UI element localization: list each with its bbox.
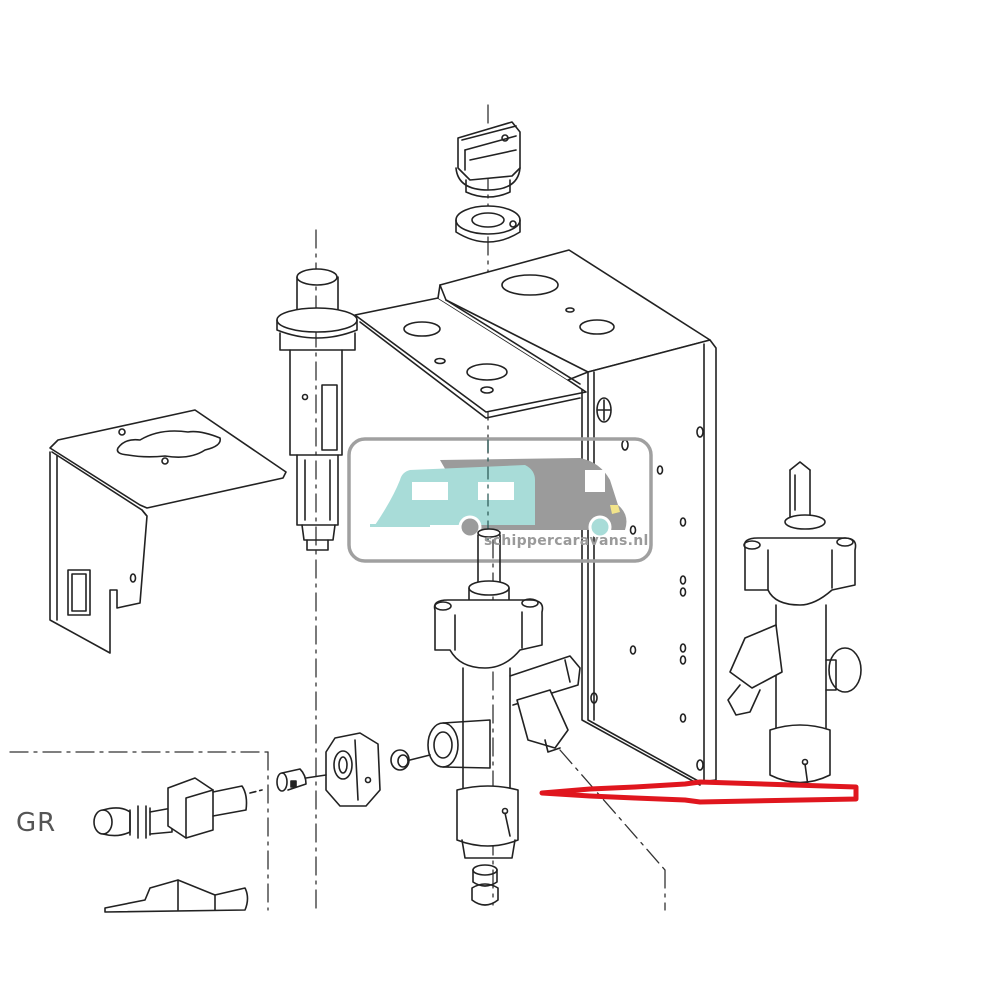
hex-nut xyxy=(325,732,381,807)
gas-nozzle-fitting xyxy=(93,777,263,839)
piezo-igniter xyxy=(276,268,358,551)
control-knob xyxy=(455,121,521,198)
knob-nut xyxy=(455,205,521,243)
small-fitting xyxy=(390,749,431,771)
gas-valve-right xyxy=(727,461,862,787)
lower-fitting xyxy=(471,864,499,906)
main-mounting-bracket xyxy=(354,249,717,786)
watermark-text: schippercaravans.nl xyxy=(484,533,649,549)
annotation-arrow xyxy=(539,779,859,805)
mounting-holes xyxy=(590,426,704,771)
outlet-nipple xyxy=(104,879,249,913)
sleeve-connector xyxy=(276,768,327,792)
label-gr: GR xyxy=(16,808,57,838)
gas-valve-front xyxy=(427,528,581,859)
small-bracket xyxy=(49,409,287,654)
